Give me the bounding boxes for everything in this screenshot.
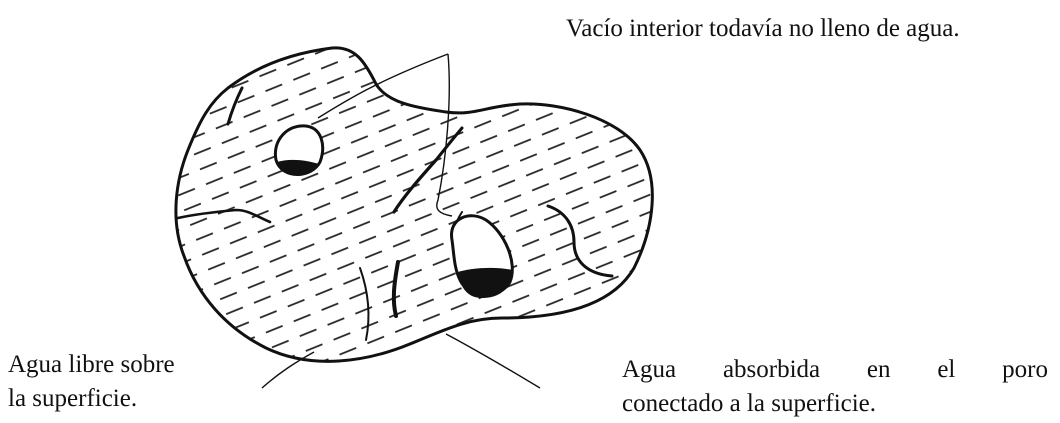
label-free-water: Agua libre sobre la superficie.	[8, 348, 175, 416]
interior-void-upper	[275, 126, 322, 175]
absorbed-word: absorbida	[723, 353, 820, 387]
label-void-interior: Vacío interior todavía no lleno de agua.	[566, 12, 960, 46]
label-absorbed-water: Agua absorbida en el poro conectado a la…	[622, 353, 1048, 421]
absorbed-word: el	[937, 353, 955, 387]
absorbed-word: poro	[1002, 353, 1048, 387]
leader-absorbed	[446, 334, 540, 388]
label-absorbed-line2: conectado a la superficie.	[622, 387, 1048, 421]
absorbed-word: Agua	[622, 353, 676, 387]
label-absorbed-line1: Agua absorbida en el poro	[622, 353, 1048, 387]
label-free-water-line1: Agua libre sobre	[8, 348, 175, 382]
label-free-water-line2: la superficie.	[8, 382, 175, 416]
absorbed-word: en	[867, 353, 891, 387]
